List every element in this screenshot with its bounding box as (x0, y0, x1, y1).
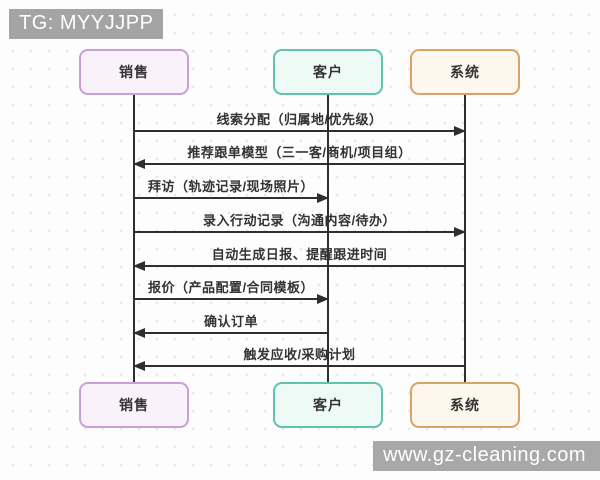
message-label-2: 推荐跟单模型（三一客/商机/项目组） (187, 145, 412, 160)
message-label-8: 触发应收/采购计划 (243, 347, 356, 362)
watermark-bottom-banner: www.gz-cleaning.com (373, 441, 600, 471)
arrowhead-left-icon (133, 361, 145, 371)
message-label-4: 录入行动记录（沟通内容/待办） (202, 213, 397, 228)
lifeline-sales (133, 95, 135, 383)
message-arrow-2 (133, 159, 465, 169)
arrowhead-left-icon (133, 328, 145, 338)
message-arrow-6 (134, 294, 329, 304)
arrowhead-left-icon (133, 159, 145, 169)
actor-sales-bottom: 销售 (79, 382, 189, 428)
message-label-5: 自动生成日报、提醒跟进时间 (211, 247, 388, 262)
actor-system-bottom: 系统 (410, 382, 520, 428)
message-arrow-5 (133, 261, 465, 271)
message-label-3: 拜访（轨迹记录/现场照片） (147, 179, 315, 194)
lifeline-system (464, 95, 466, 383)
message-arrow-8 (133, 361, 465, 371)
actor-customer-bottom: 客户 (273, 382, 383, 428)
message-label-6: 报价（产品配置/合同模板） (147, 280, 315, 295)
arrowhead-left-icon (133, 261, 145, 271)
watermark-top-banner: TG: MYYJJPP (9, 9, 164, 39)
arrowhead-right-icon (317, 294, 329, 304)
message-arrow-3 (134, 193, 329, 203)
actor-sales-top: 销售 (79, 49, 189, 95)
arrowhead-right-icon (454, 126, 466, 136)
message-label-7: 确认订单 (203, 314, 259, 329)
message-arrow-4 (134, 227, 466, 237)
message-arrow-1 (134, 126, 466, 136)
actor-system-top: 系统 (410, 49, 520, 95)
actor-customer-top: 客户 (273, 49, 383, 95)
arrowhead-right-icon (317, 193, 329, 203)
lifeline-customer (327, 95, 329, 383)
message-arrow-7 (133, 328, 328, 338)
message-label-1: 线索分配（归属地/优先级） (216, 112, 383, 127)
arrowhead-right-icon (454, 227, 466, 237)
